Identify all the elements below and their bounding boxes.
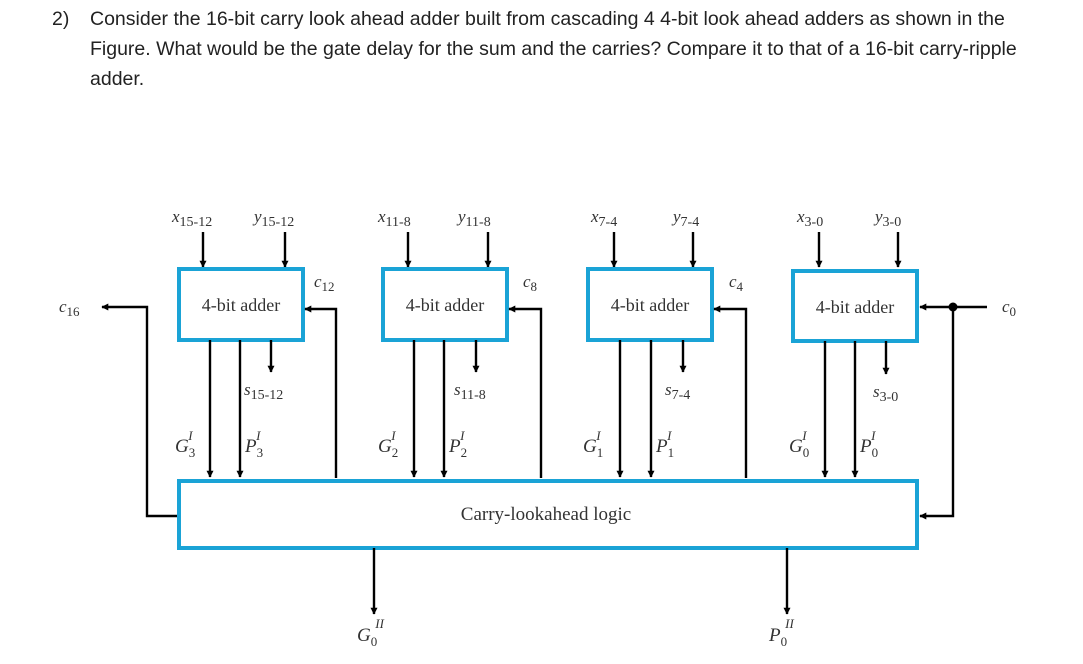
c0-to-cla-wire	[919, 307, 955, 520]
group-g-label: G0II	[357, 616, 385, 649]
y-input-label: y3-0	[873, 207, 901, 230]
g-label: G3I	[175, 428, 195, 460]
sum-label: s15-12	[244, 380, 283, 403]
p-label: P1I	[655, 428, 674, 460]
carry-c12-wire	[304, 305, 338, 478]
y-input-label: y7-4	[671, 207, 699, 230]
x-input-label: x7-4	[590, 207, 617, 230]
carry-in-label: c4	[729, 272, 744, 294]
g-label: G1I	[583, 428, 603, 460]
c0-label: c0	[1002, 297, 1016, 319]
p-label: P0I	[859, 428, 878, 460]
sum-label: s7-4	[665, 380, 690, 403]
four-bit-adder-box	[381, 267, 509, 342]
adder-15-12: x15-12 y15-12 4-bit adder c12 s15-12 G3I…	[171, 207, 335, 478]
four-bit-adder-box	[586, 267, 714, 342]
carry-c16-wire	[101, 303, 177, 518]
x-input-label: x3-0	[796, 207, 823, 230]
group-p-label: P0II	[768, 616, 794, 649]
adder-3-0: x3-0 y3-0 4-bit adder s3-0 G0I P0I	[789, 207, 919, 478]
x-input-label: x11-8	[377, 207, 411, 230]
adder-7-4: x7-4 y7-4 4-bit adder c4 s7-4 G1I P1I	[583, 207, 744, 478]
adder-label: 4-bit adder	[406, 295, 484, 315]
adder-11-8: x11-8 y11-8 4-bit adder c8 s11-8 G2I P2I	[377, 207, 537, 478]
sum-label: s3-0	[873, 382, 898, 405]
carry-c8-wire	[508, 305, 543, 478]
adder-label: 4-bit adder	[202, 295, 280, 315]
sum-label: s11-8	[454, 380, 486, 403]
adder-label: 4-bit adder	[611, 295, 689, 315]
carry-in-label: c12	[314, 272, 335, 294]
p-label: P2I	[448, 428, 467, 460]
x-input-label: x15-12	[171, 207, 212, 230]
question-text: Consider the 16-bit carry look ahead add…	[90, 8, 1017, 90]
y-input-label: y15-12	[252, 207, 294, 230]
carry-in-label: c8	[523, 272, 537, 294]
c16-label: c16	[59, 297, 80, 319]
g-label: G0I	[789, 428, 809, 460]
carry-c4-wire	[713, 305, 748, 478]
carry-lookahead-logic-box	[177, 479, 919, 550]
y-input-label: y11-8	[456, 207, 491, 230]
adder-label: 4-bit adder	[816, 297, 894, 317]
g-label: G2I	[378, 428, 398, 460]
p-label: P3I	[244, 428, 263, 460]
question-number: 2)	[52, 8, 70, 30]
carry-lookahead-label: Carry-lookahead logic	[461, 504, 631, 525]
